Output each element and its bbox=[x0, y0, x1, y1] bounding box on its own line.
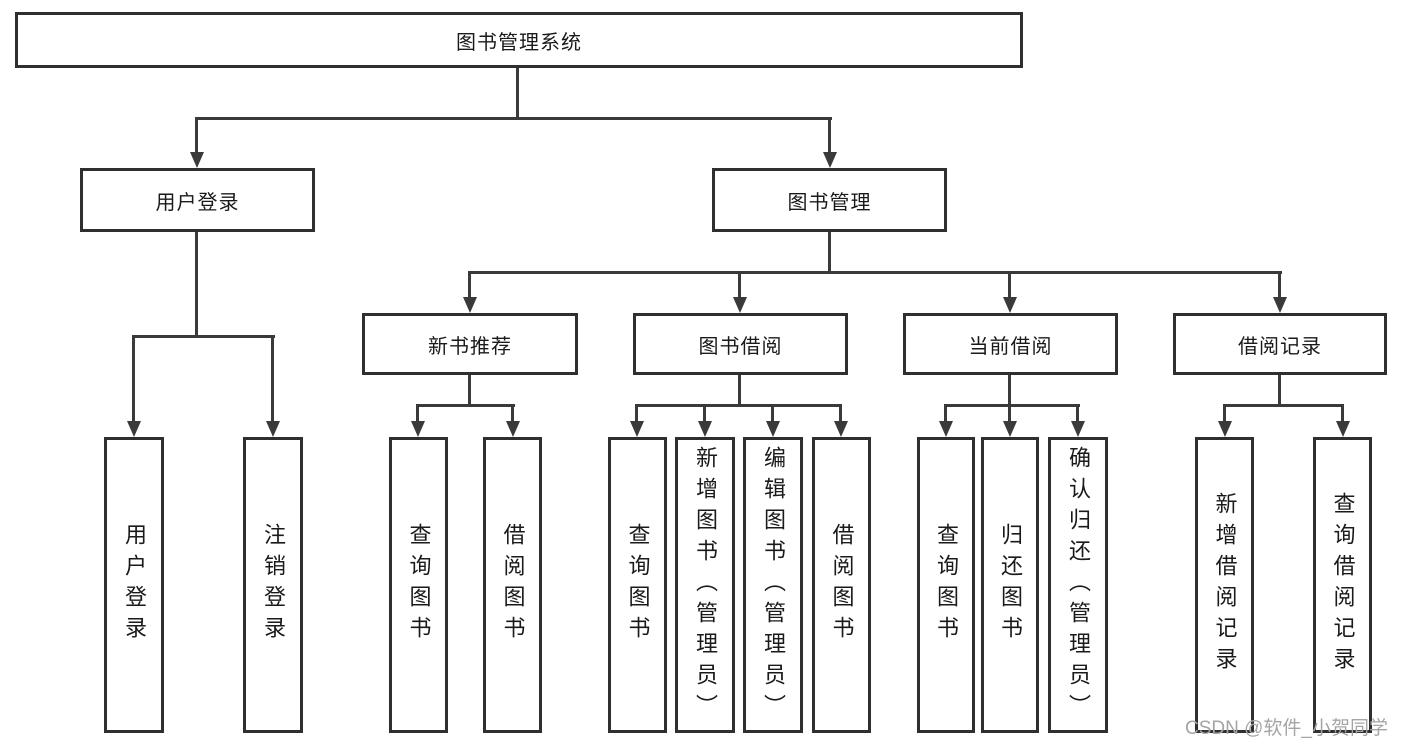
connector-group-branch bbox=[1223, 404, 1344, 407]
node-user-login: 用户登录 bbox=[80, 168, 315, 232]
arrow-down-icon bbox=[698, 421, 712, 437]
leaf-label: 确认归还（管理员） bbox=[1066, 445, 1091, 725]
connector-group-branch bbox=[944, 404, 1080, 407]
leaf-label: 查询图书 bbox=[406, 523, 432, 647]
connector-to-group bbox=[468, 271, 471, 299]
leaf-label: 编辑图书（管理员） bbox=[761, 445, 786, 725]
connector-user-branch bbox=[132, 335, 275, 338]
leaf-query-books-borrowing: 查询图书 bbox=[608, 437, 667, 733]
arrow-down-icon bbox=[266, 421, 280, 437]
arrow-down-icon bbox=[939, 421, 953, 437]
arrow-down-icon bbox=[1336, 421, 1350, 437]
arrow-down-icon bbox=[630, 421, 644, 437]
arrow-down-icon bbox=[1003, 421, 1017, 437]
connector-to-leaf bbox=[703, 404, 706, 423]
arrow-down-icon bbox=[463, 297, 477, 313]
arrow-down-icon bbox=[190, 152, 204, 168]
node-borrowing-records: 借阅记录 bbox=[1173, 313, 1387, 375]
arrow-down-icon bbox=[823, 152, 837, 168]
node-current-borrowing: 当前借阅 bbox=[903, 313, 1118, 375]
leaf-label: 用户登录 bbox=[122, 523, 147, 647]
connector-to-leaf bbox=[635, 404, 638, 423]
connector-root-branch bbox=[196, 117, 832, 120]
leaf-label: 借阅图书 bbox=[829, 523, 855, 647]
connector-to-leaf bbox=[271, 335, 274, 423]
node-label: 图书借阅 bbox=[698, 335, 783, 358]
leaf-query-borrow-record: 查询借阅记录 bbox=[1313, 437, 1372, 733]
connector-group-stem bbox=[738, 375, 741, 406]
leaf-borrow-books-borrowing: 借阅图书 bbox=[812, 437, 871, 733]
node-label: 当前借阅 bbox=[968, 335, 1053, 358]
leaf-label: 查询借阅记录 bbox=[1330, 492, 1356, 678]
connector-to-leaf bbox=[1076, 404, 1079, 423]
connector-to-group bbox=[738, 271, 741, 299]
arrow-down-icon bbox=[1218, 421, 1232, 437]
connector-to-leaf bbox=[839, 404, 842, 423]
connector-to-leaf bbox=[1008, 404, 1011, 423]
connector-user-stem bbox=[195, 232, 198, 338]
node-library-management-system: 图书管理系统 bbox=[15, 12, 1023, 68]
node-label: 用户登录 bbox=[155, 191, 240, 214]
leaf-add-book-admin: 新增图书（管理员） bbox=[675, 437, 735, 733]
arrow-down-icon bbox=[127, 421, 141, 437]
node-label: 新书推荐 bbox=[428, 335, 512, 358]
arrow-down-icon bbox=[411, 421, 425, 437]
leaf-label: 归还图书 bbox=[998, 523, 1023, 647]
connector-to-group bbox=[1278, 271, 1281, 299]
leaf-edit-book-admin: 编辑图书（管理员） bbox=[743, 437, 803, 733]
connector-to-group bbox=[1008, 271, 1011, 299]
leaf-user-login: 用户登录 bbox=[104, 437, 164, 733]
node-book-management: 图书管理 bbox=[712, 168, 947, 232]
node-book-borrowing: 图书借阅 bbox=[633, 313, 848, 375]
node-label: 图书管理 bbox=[787, 191, 872, 214]
connector-group-branch bbox=[635, 404, 842, 407]
connector-to-leaf bbox=[132, 335, 135, 423]
leaf-label: 查询图书 bbox=[625, 523, 651, 647]
arrow-down-icon bbox=[1003, 297, 1017, 313]
connector-root-stem bbox=[516, 68, 519, 118]
connector-to-leaf bbox=[1341, 404, 1344, 423]
arrow-down-icon bbox=[834, 421, 848, 437]
arrow-down-icon bbox=[506, 421, 520, 437]
leaf-query-books-recommend: 查询图书 bbox=[389, 437, 448, 733]
connector-to-leaf bbox=[511, 404, 514, 423]
connector-to-leaf bbox=[771, 404, 774, 423]
leaf-query-books-current: 查询图书 bbox=[917, 437, 975, 733]
arrow-down-icon bbox=[1071, 421, 1085, 437]
leaf-confirm-return-admin: 确认归还（管理员） bbox=[1048, 437, 1108, 733]
node-label: 图书管理系统 bbox=[456, 31, 582, 54]
node-new-book-recommendation: 新书推荐 bbox=[362, 313, 578, 375]
connector-to-leaf bbox=[1223, 404, 1226, 423]
leaf-label: 查询图书 bbox=[934, 523, 959, 647]
arrow-down-icon bbox=[733, 297, 747, 313]
arrow-down-icon bbox=[1273, 297, 1287, 313]
leaf-label: 注销登录 bbox=[261, 523, 286, 647]
leaf-logout: 注销登录 bbox=[243, 437, 303, 733]
connector-book-stem bbox=[828, 232, 831, 274]
arrow-down-icon bbox=[766, 421, 780, 437]
connector-group-stem bbox=[1278, 375, 1281, 406]
connector-to-leaf bbox=[416, 404, 419, 423]
connector-group-stem bbox=[468, 375, 471, 406]
leaf-add-borrow-record: 新增借阅记录 bbox=[1195, 437, 1254, 733]
leaf-borrow-books-recommend: 借阅图书 bbox=[483, 437, 542, 733]
connector-to-user-login bbox=[195, 117, 198, 154]
leaf-label: 借阅图书 bbox=[500, 523, 526, 647]
csdn-watermark: CSDN @软件_小贺同学 bbox=[1185, 718, 1388, 739]
leaf-label: 新增图书（管理员） bbox=[693, 445, 718, 725]
connector-to-book-management bbox=[828, 117, 831, 154]
connector-group-branch bbox=[416, 404, 515, 407]
connector-to-leaf bbox=[944, 404, 947, 423]
connector-group-stem bbox=[1008, 375, 1011, 406]
leaf-return-books: 归还图书 bbox=[981, 437, 1039, 733]
leaf-label: 新增借阅记录 bbox=[1212, 492, 1238, 678]
node-label: 借阅记录 bbox=[1238, 335, 1322, 358]
connector-book-branch bbox=[468, 271, 1282, 274]
